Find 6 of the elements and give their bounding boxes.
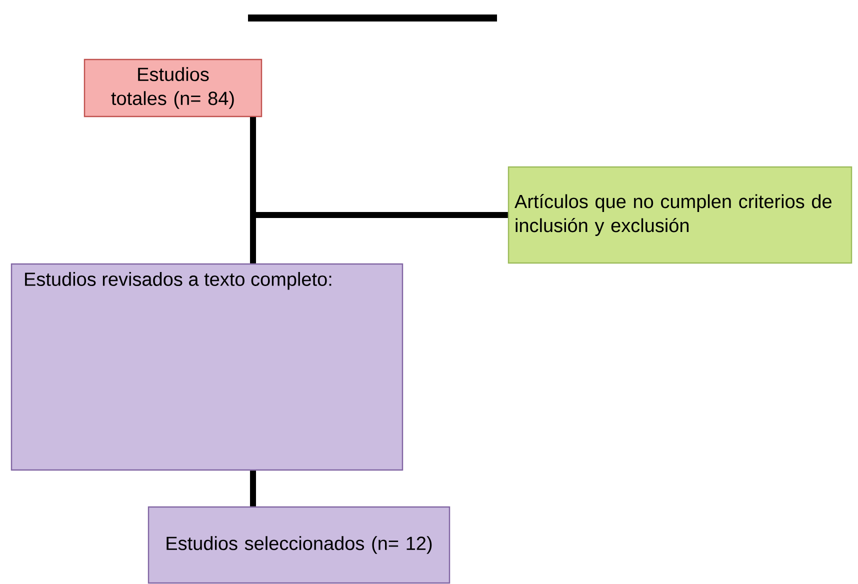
process-box: Estudios totales (n= 84) xyxy=(84,58,262,118)
connector-line xyxy=(250,117,256,264)
process-box: Artículos que no cumplen criterios de inclusión y exclusión xyxy=(508,166,852,264)
connector-line xyxy=(250,470,256,506)
process-box: Estudios revisados a texto completo: xyxy=(10,263,404,471)
process-box: Estudios seleccionados (n= 12) xyxy=(148,506,450,584)
